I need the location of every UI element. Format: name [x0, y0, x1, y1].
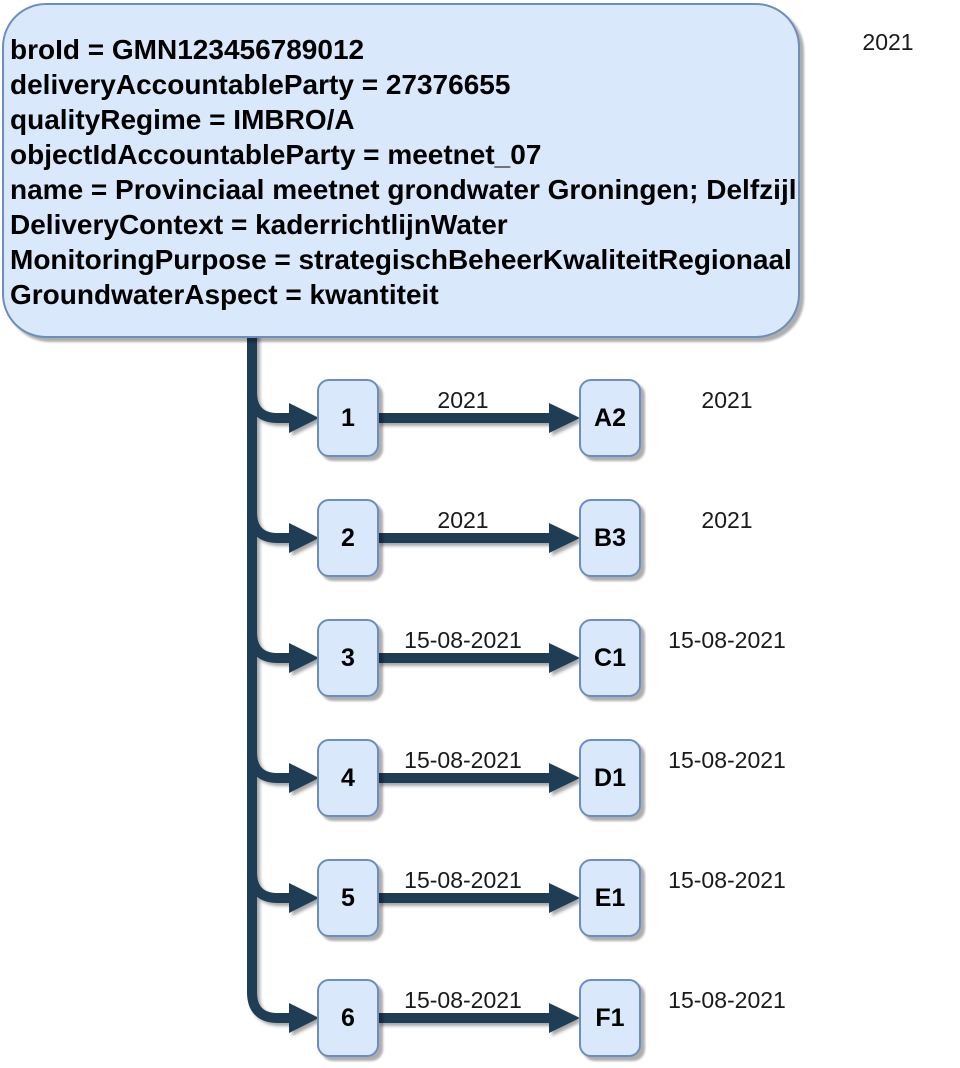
attribute-line-monitoring-purpose: MonitoringPurpose = strategischBeheerKwa…: [10, 244, 792, 275]
arrowhead-icon: [549, 883, 580, 913]
edge-date-label-3: 15-08-2021: [404, 627, 522, 653]
attribute-line-delivery-context: DeliveryContext = kaderrichtlijnWater: [10, 209, 508, 240]
source-node-2: 2: [317, 499, 379, 577]
registration-year-label: 2021: [862, 29, 914, 55]
target-node-b3: B3: [579, 499, 641, 577]
edge-date-label-2: 2021: [437, 507, 489, 533]
source-node-1: 1: [317, 379, 379, 457]
branch-connector: [247, 391, 290, 423]
arrowhead-icon: [549, 403, 580, 433]
arrowhead-icon: [289, 1003, 319, 1033]
edge-date-label-5: 15-08-2021: [404, 867, 522, 893]
side-date-label-6: 15-08-2021: [668, 987, 786, 1013]
edge-date-label-1: 2021: [437, 387, 489, 413]
attribute-line-delivery-accountable-party: deliveryAccountableParty = 27376655: [10, 69, 511, 100]
attribute-line-quality-regime: qualityRegime = IMBRO/A: [10, 104, 355, 135]
target-node-c1: C1: [579, 619, 641, 697]
attribute-line-object-id-accountable-party: objectIdAccountableParty = meetnet_07: [10, 139, 542, 170]
branch-connector: [247, 631, 290, 663]
target-node-a2: A2: [579, 379, 641, 457]
arrowhead-icon: [549, 523, 580, 553]
attribute-line-groundwater-aspect: GroundwaterAspect = kwantiteit: [10, 279, 439, 310]
edge-date-label-4: 15-08-2021: [404, 747, 522, 773]
side-date-label-5: 15-08-2021: [668, 867, 786, 893]
arrowhead-icon: [549, 1003, 580, 1033]
gmn-attributes-box: broId = GMN123456789012 deliveryAccounta…: [2, 3, 800, 338]
target-node-e1: E1: [579, 859, 641, 937]
arrowhead-icon: [289, 883, 319, 913]
arrowhead-icon: [549, 763, 580, 793]
source-node-4: 4: [317, 739, 379, 817]
arrowhead-icon: [549, 643, 580, 673]
attribute-line-broid: broId = GMN123456789012: [10, 34, 365, 65]
side-date-label-1: 2021: [701, 387, 753, 413]
arrowhead-icon: [289, 523, 319, 553]
source-node-3: 3: [317, 619, 379, 697]
target-node-f1: F1: [579, 979, 641, 1057]
side-date-label-3: 15-08-2021: [668, 627, 786, 653]
side-date-label-2: 2021: [701, 507, 753, 533]
attribute-line-name: name = Provinciaal meetnet grondwater Gr…: [10, 174, 797, 205]
source-node-5: 5: [317, 859, 379, 937]
edge-date-label-6: 15-08-2021: [404, 987, 522, 1013]
side-date-label-4: 15-08-2021: [668, 747, 786, 773]
arrowhead-icon: [289, 763, 319, 793]
trunk-line: [247, 330, 290, 1023]
branch-connector: [247, 511, 290, 543]
branch-connector: [247, 751, 290, 783]
arrowhead-icon: [289, 403, 319, 433]
arrowhead-icon: [289, 643, 319, 673]
source-node-6: 6: [317, 979, 379, 1057]
branch-connector: [247, 871, 290, 903]
target-node-d1: D1: [579, 739, 641, 817]
